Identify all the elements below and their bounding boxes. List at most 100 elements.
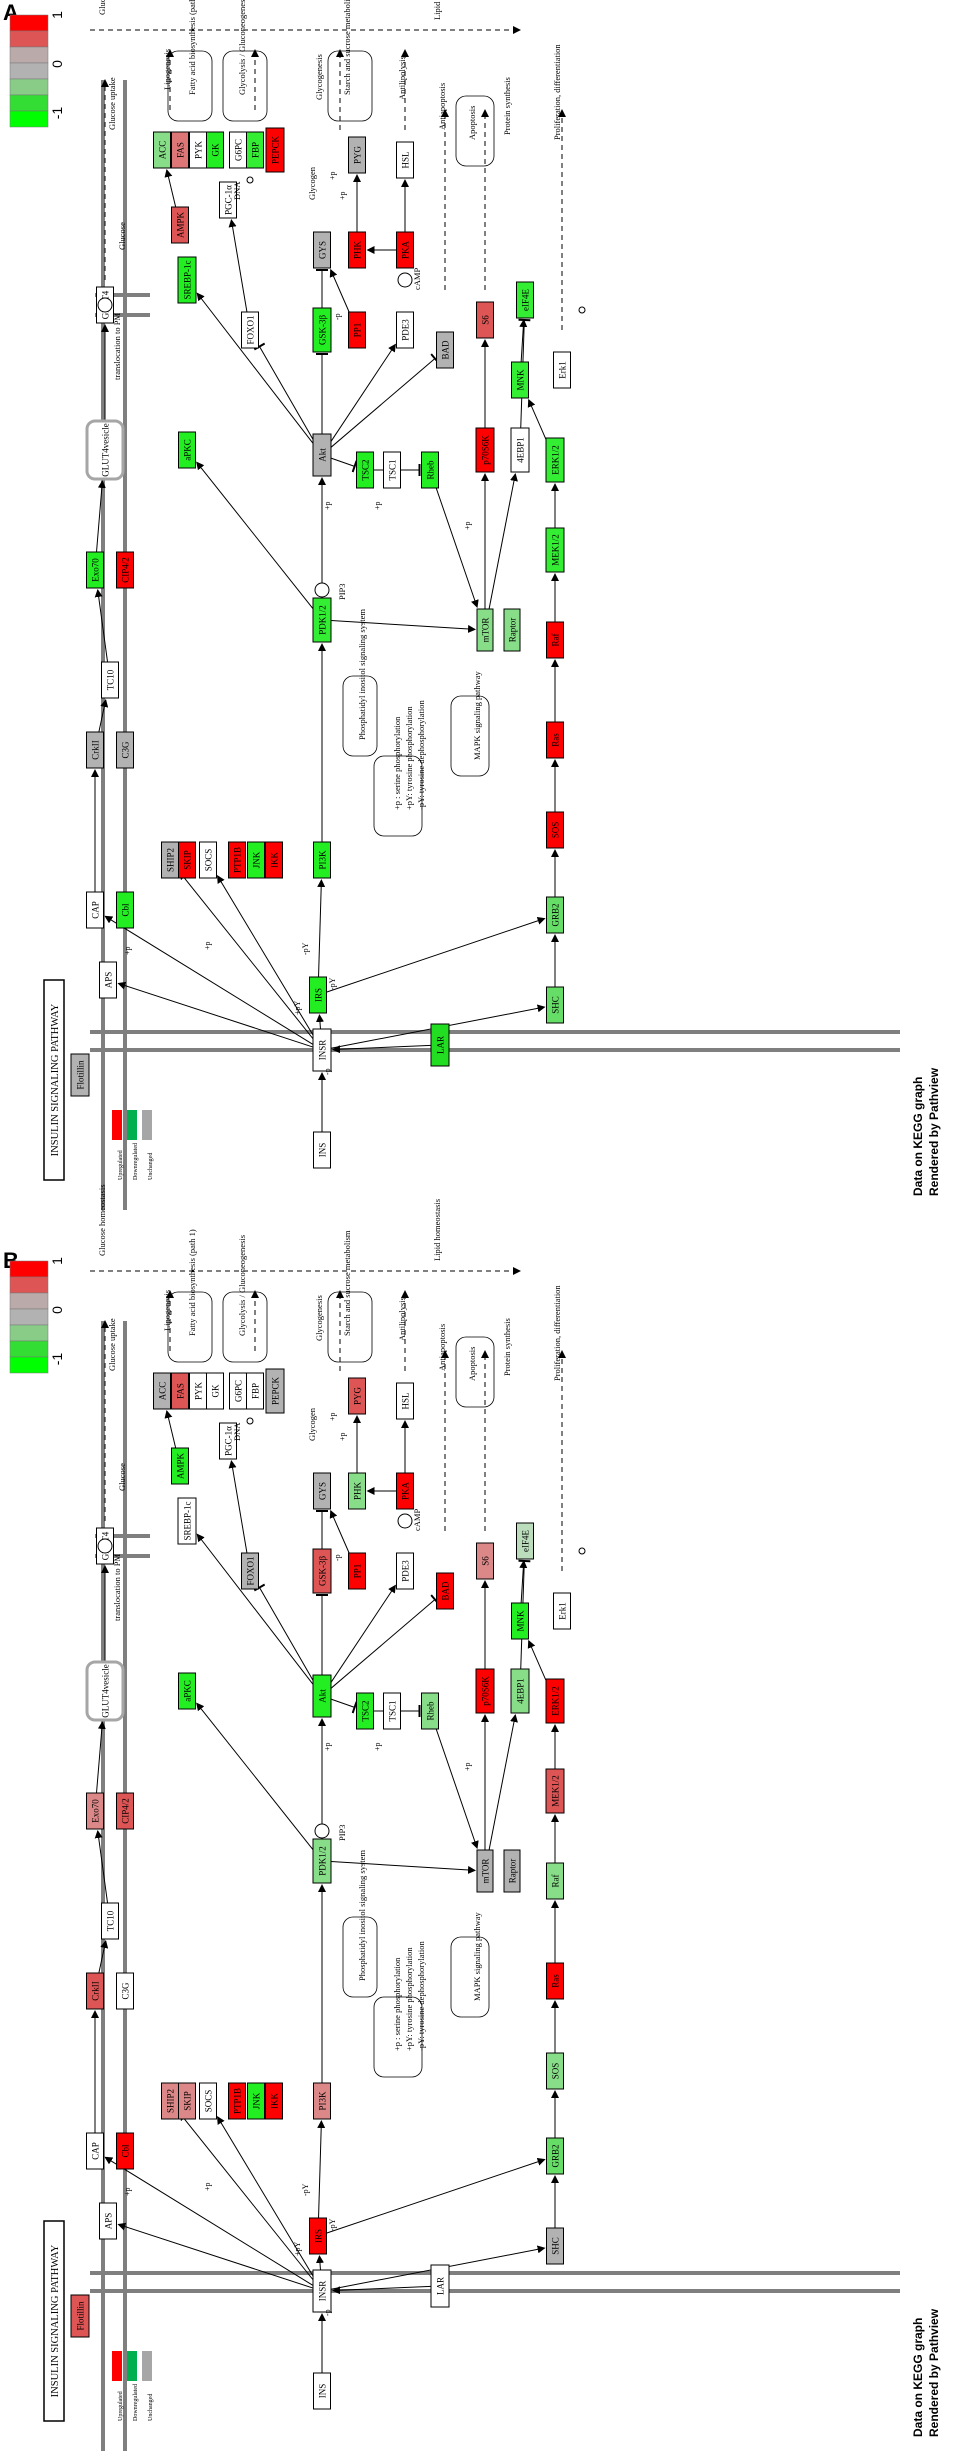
edge-pp1-gys: [329, 1509, 350, 1554]
edge-pdk12-apkc: [196, 461, 314, 609]
label-antilipolysis: Antilipolysis: [397, 1297, 407, 1341]
label-glucose: Glucose: [117, 1463, 127, 1491]
process-box: [455, 1336, 495, 1408]
gene-node-cap: CAP: [86, 891, 104, 929]
gene-label: GLUT4vesicle: [101, 423, 111, 476]
phospho-marker: +p: [338, 1432, 347, 1441]
edge-pdk12-mtor: [330, 1861, 477, 1874]
gene-node-g6pc: G6PC: [229, 1372, 247, 1410]
label-legend-mpy: -pY: tyrosine dephosphorylation: [416, 700, 426, 810]
gene-label: Exo70: [91, 1799, 101, 1823]
colorbar-swatch: [9, 46, 49, 64]
gene-node-hsl: HSL: [396, 141, 414, 179]
gene-node-pepck: PEPCK: [265, 1368, 285, 1414]
gene-label: PI3K: [318, 2091, 328, 2111]
gene-node-4ebp1: 4EBP1: [510, 1668, 530, 1714]
label-camp: cAMP: [412, 1509, 422, 1531]
gene-label: TSC2: [361, 459, 371, 480]
gene-label: IRS: [314, 2229, 324, 2243]
compound-pip3-circle: [314, 582, 330, 598]
gene-node-ras: Ras: [546, 721, 564, 759]
label-protein-synthesis: Protein synthesis: [502, 1318, 512, 1376]
label-pip3: PIP3: [337, 583, 347, 600]
label-fatty-acid: Fatty acid biosynthesis (path 1): [187, 0, 197, 95]
gene-node-mtor: mTOR: [476, 1849, 494, 1893]
edge-akt-pde3: [330, 1584, 396, 1683]
gene-label: FOXO1: [246, 1556, 256, 1585]
edge-tc10-exo70: [94, 1829, 109, 1904]
edge-insr-aps: [117, 2222, 314, 2289]
edge-pp1-gys: [329, 268, 350, 313]
phospho-marker: +p: [373, 501, 382, 510]
gene-node-p70s6k: p70S6K: [475, 427, 495, 473]
gene-label: GRB2: [551, 2144, 561, 2167]
label-glycogenesis: Glycogenesis: [314, 54, 324, 100]
gene-node-ship2: SHIP2: [161, 841, 179, 879]
phospho-marker: -pY: [301, 2183, 310, 2196]
process-box: [327, 50, 373, 122]
gene-node-insr: INSR: [312, 1028, 332, 1072]
gene-label: IKK: [270, 852, 280, 868]
gene-label: INS: [318, 1143, 328, 1158]
gene-label: SKIP: [183, 2091, 193, 2111]
gene-label: INSR: [318, 2281, 328, 2302]
label-starch: Starch and sucrose metabolism: [342, 0, 352, 95]
label-glycogen: Glycogen: [307, 1407, 317, 1441]
edge-insr-ship2: [179, 871, 314, 1040]
edge-akt-srebp: [196, 292, 314, 444]
gene-node-s6: S6: [476, 301, 494, 339]
gene-node-4ebp1: 4EBP1: [510, 427, 530, 473]
gene-label: INSR: [318, 1040, 328, 1061]
gene-label: Ras: [551, 1974, 561, 1988]
gene-node-pde3: PDE3: [396, 311, 414, 349]
label-glycolysis: Glycolysis / Gluconeogenesis: [237, 0, 247, 95]
colorbar-swatch: [9, 1324, 49, 1342]
gene-label: C3G: [121, 741, 131, 759]
gene-label: PYG: [353, 1387, 363, 1406]
colorbar-min-label: -1: [49, 107, 65, 120]
gene-label: PTP1B: [233, 847, 243, 873]
gene-node-c3g: C3G: [116, 1972, 134, 2010]
gene-node-socs: SOCS: [199, 2082, 217, 2120]
gene-node-shc: SHC: [546, 2227, 564, 2265]
label-starch: Starch and sucrose metabolism: [342, 1230, 352, 1336]
legend-label: Unchanged: [148, 2394, 154, 2421]
label-legend-p: +p : serine phosphorylation: [392, 1957, 402, 2051]
edge-erk12-mnk: [527, 398, 547, 440]
gene-node-aps: APS: [99, 2202, 117, 2240]
edge-ampk-acc: [164, 168, 177, 208]
edge-akt-tsc2: [330, 457, 358, 473]
gene-label: TSC2: [361, 1700, 371, 1721]
label-translocation: translocation to PM: [112, 1554, 122, 1621]
compound-dna-circle: [246, 176, 254, 184]
gene-label: G6PC: [234, 1380, 244, 1402]
gene-node-eif4e: eIF4E: [516, 281, 534, 319]
gene-node-mnk: MNK: [511, 1602, 529, 1640]
gene-label: Raf: [551, 1875, 561, 1888]
gene-node-ptp1b: PTP1B: [228, 2082, 246, 2120]
gene-label: AMPK: [176, 212, 186, 239]
gene-label: Raptor: [508, 618, 518, 643]
gene-label: Akt: [318, 448, 328, 462]
gene-label: PDE3: [401, 319, 411, 341]
gene-label: TC10: [106, 1910, 116, 1931]
edge-insr-cap: [104, 2156, 314, 2286]
gene-label: CrkII: [91, 740, 101, 760]
legend-label: Upregulated: [118, 2391, 124, 2421]
label-mapk: MAPK signaling pathway: [472, 1911, 482, 2001]
gene-node-exo70: Exo70: [86, 551, 104, 589]
gene-node-c3g: C3G: [116, 731, 134, 769]
gene-node-ras: Ras: [546, 1962, 564, 2000]
edge-exo70-glut4v: [96, 479, 106, 553]
gene-node-cbl: Cbl: [116, 2132, 134, 2170]
phospho-marker: +p: [203, 941, 212, 950]
gene-label: S6: [481, 1556, 491, 1566]
gene-label: Cbl: [121, 2144, 131, 2158]
edge-mtor-4ebp1: [488, 1713, 518, 1851]
gene-node-ship2: SHIP2: [161, 2082, 179, 2120]
gene-label: Flotillin: [76, 1060, 86, 1090]
edge-akt-bad: [330, 353, 440, 448]
colorbar-swatch: [9, 62, 49, 80]
gene-node-rheb: Rheb: [421, 1692, 439, 1730]
gene-node-apkc: aPKC: [178, 431, 196, 469]
